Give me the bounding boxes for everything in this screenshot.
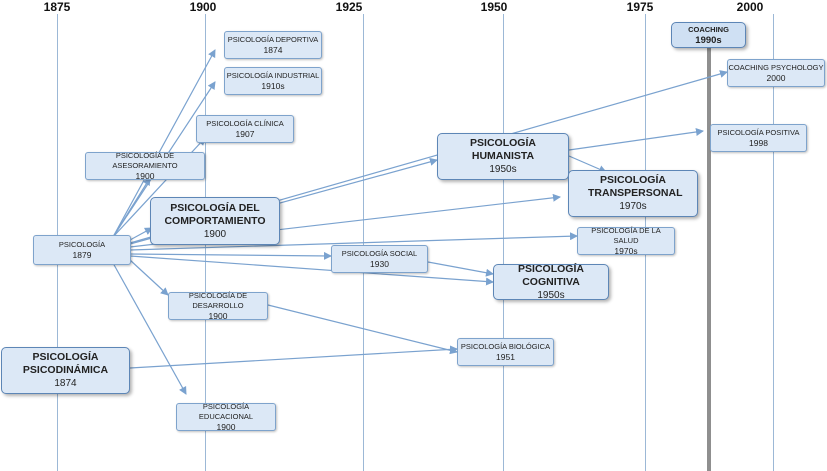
node-social: PSICOLOGÍA SOCIAL 1930	[331, 245, 428, 273]
node-asesoramiento-title: PSICOLOGÍA DE ASESORAMIENTO	[112, 150, 178, 170]
arrow-desarrollo-to-biologica	[267, 304, 458, 355]
node-humanista-date: 1950s	[489, 164, 517, 175]
node-clinica-title: PSICOLOGÍA CLÍNICA	[206, 118, 284, 128]
node-positiva-title: PSICOLOGÍA POSITIVA	[717, 127, 800, 137]
node-cognitiva-title: PSICOLOGÍA COGNITIVA	[518, 262, 584, 288]
node-industrial-title: PSICOLOGÍA INDUSTRIAL	[226, 70, 320, 80]
node-comportamiento-date: 1900	[203, 228, 227, 240]
arrow-to-educacional	[112, 262, 187, 395]
node-desarrollo-title: PSICOLOGÍA DE DESARROLLO	[188, 290, 248, 310]
year-label-1925: 1925	[335, 0, 363, 14]
node-transpersonal-date: 1970s	[619, 201, 647, 212]
node-positiva: PSICOLOGÍA POSITIVA 1998	[710, 124, 807, 152]
arrow-to-desarrollo	[129, 259, 169, 296]
arrow-to-cognitiva	[129, 255, 494, 286]
node-salud-title: PSICOLOGÍA DE LA SALUD	[591, 225, 661, 245]
node-social-title: PSICOLOGÍA SOCIAL	[341, 248, 418, 258]
arrow-humanista-to-positiva	[568, 128, 704, 151]
year-label-1975: 1975	[626, 0, 654, 14]
node-salud-date: 1970s	[614, 245, 638, 256]
node-desarrollo: PSICOLOGÍA DE DESARROLLO 1900	[168, 290, 268, 321]
node-humanista: PSICOLOGÍA HUMANISTA 1950s	[437, 133, 569, 180]
node-biologica: PSICOLOGÍA BIOLÓGICA 1951	[457, 338, 554, 366]
node-psicologia-date: 1879	[72, 249, 92, 260]
gridline-2000	[773, 14, 774, 471]
node-biologica-date: 1951	[496, 351, 515, 362]
node-industrial: PSICOLOGÍA INDUSTRIAL 1910s	[224, 67, 322, 95]
year-label-2000: 2000	[736, 0, 764, 14]
node-positiva-date: 1998	[749, 137, 768, 148]
arrow-to-salud	[129, 232, 578, 251]
node-deportiva: PSICOLOGÍA DEPORTIVA 1874	[224, 31, 322, 59]
node-comportamiento: PSICOLOGÍA DEL COMPORTAMIENTO 1900	[150, 197, 280, 245]
node-coaching-date: 1990s	[695, 34, 722, 46]
arrow-to-asesoramiento	[112, 177, 151, 238]
node-psicodinamica-title: PSICOLOGÍA PSICODINÁMICA	[22, 351, 109, 376]
node-coaching: COACHING 1990s	[671, 22, 746, 48]
node-psicologia: PSICOLOGÍA 1879	[33, 235, 131, 265]
node-psicodinamica: PSICOLOGÍA PSICODINÁMICA 1874	[1, 347, 130, 394]
node-deportiva-title: PSICOLOGÍA DEPORTIVA	[227, 34, 319, 44]
year-label-1900: 1900	[189, 0, 217, 14]
node-psicologia-title: PSICOLOGÍA	[58, 239, 106, 249]
node-desarrollo-date: 1900	[208, 310, 228, 321]
node-coaching-psychology-title: COACHING PSYCHOLOGY	[728, 62, 824, 72]
node-coaching-psychology: COACHING PSYCHOLOGY 2000	[727, 59, 825, 87]
node-deportiva-date: 1874	[263, 44, 283, 55]
node-transpersonal-title: PSICOLOGÍA TRANSPERSONAL	[588, 174, 683, 199]
gridline-coaching-marker	[707, 48, 711, 471]
arrow-humanista-to-transpersonal	[568, 155, 607, 173]
node-educacional-title: PSICOLOGÍA EDUCACIONAL	[198, 401, 254, 421]
node-industrial-date: 1910s	[261, 80, 285, 91]
year-label-1875: 1875	[43, 0, 71, 14]
year-label-1950: 1950	[480, 0, 508, 14]
node-humanista-title: PSICOLOGÍA HUMANISTA	[470, 137, 536, 162]
node-transpersonal: PSICOLOGÍA TRANSPERSONAL 1970s	[568, 170, 698, 217]
arrow-social-to-cognitiva	[427, 261, 494, 277]
node-biologica-title: PSICOLOGÍA BIOLÓGICA	[460, 341, 551, 351]
node-educacional-date: 1900	[216, 421, 236, 432]
node-clinica: PSICOLOGÍA CLÍNICA 1907	[196, 115, 294, 143]
gridline-1950	[503, 14, 504, 471]
node-clinica-date: 1907	[235, 128, 255, 139]
node-educacional: PSICOLOGÍA EDUCACIONAL 1900	[176, 401, 276, 432]
node-salud: PSICOLOGÍA DE LA SALUD 1970s	[577, 225, 675, 256]
arrow-to-social	[129, 251, 332, 260]
arrow-psicodinamica-to-biologica	[129, 345, 458, 369]
node-asesoramiento: PSICOLOGÍA DE ASESORAMIENTO 1900	[85, 150, 205, 181]
node-asesoramiento-date: 1900	[135, 170, 155, 181]
node-coaching-title: COACHING	[688, 24, 729, 34]
node-psicodinamica-date: 1874	[54, 378, 77, 389]
node-coaching-psychology-date: 2000	[766, 72, 786, 83]
node-comportamiento-title: PSICOLOGÍA DEL COMPORTAMIENTO	[164, 201, 266, 227]
node-cognitiva-date: 1950s	[537, 289, 565, 301]
arrow-to-comportamiento	[129, 227, 153, 241]
arrow-to-deportiva	[112, 49, 216, 238]
node-cognitiva: PSICOLOGÍA COGNITIVA 1950s	[493, 262, 609, 301]
node-social-date: 1930	[370, 258, 389, 269]
